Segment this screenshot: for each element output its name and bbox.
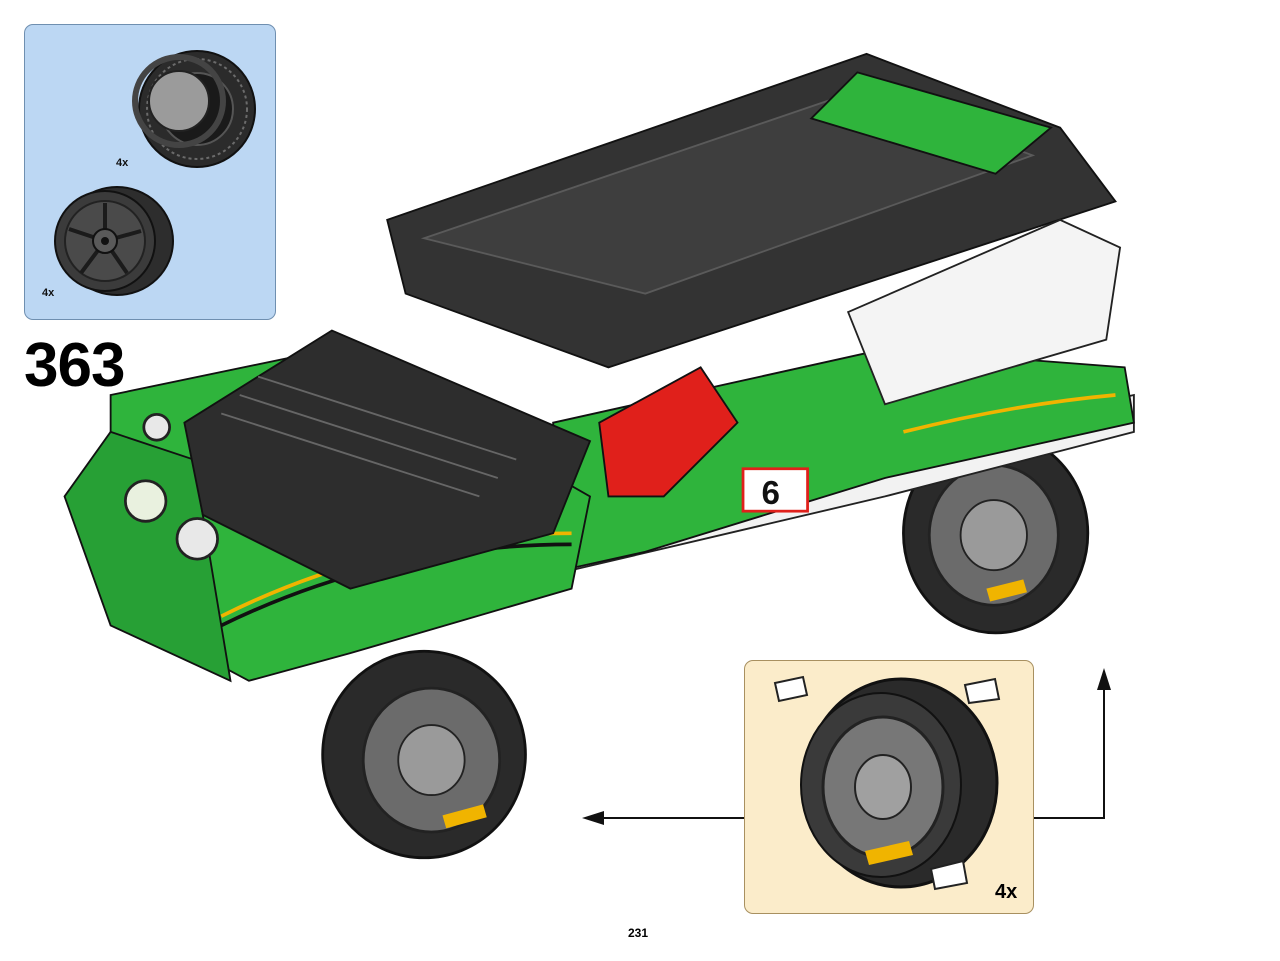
wheel-icon	[773, 675, 1001, 891]
step-number: 363	[24, 331, 125, 400]
subassembly-callout: 4x	[744, 660, 1034, 914]
tire-icon	[132, 50, 256, 168]
parts-list-callout: 4x 4x	[24, 24, 276, 320]
rim-icon	[54, 186, 174, 296]
page-number: 231	[628, 926, 649, 940]
front-wheel	[321, 649, 527, 860]
arrow-up-icon	[1097, 668, 1111, 690]
rear-wheel	[902, 432, 1090, 635]
tire-quantity: 4x	[116, 157, 129, 169]
svg-text:6: 6	[761, 475, 779, 512]
subassembly-quantity: 4x	[995, 881, 1018, 903]
rally-car-icon: 6	[63, 52, 1135, 860]
arrow-left-icon	[582, 811, 604, 825]
rim-quantity: 4x	[42, 287, 55, 299]
